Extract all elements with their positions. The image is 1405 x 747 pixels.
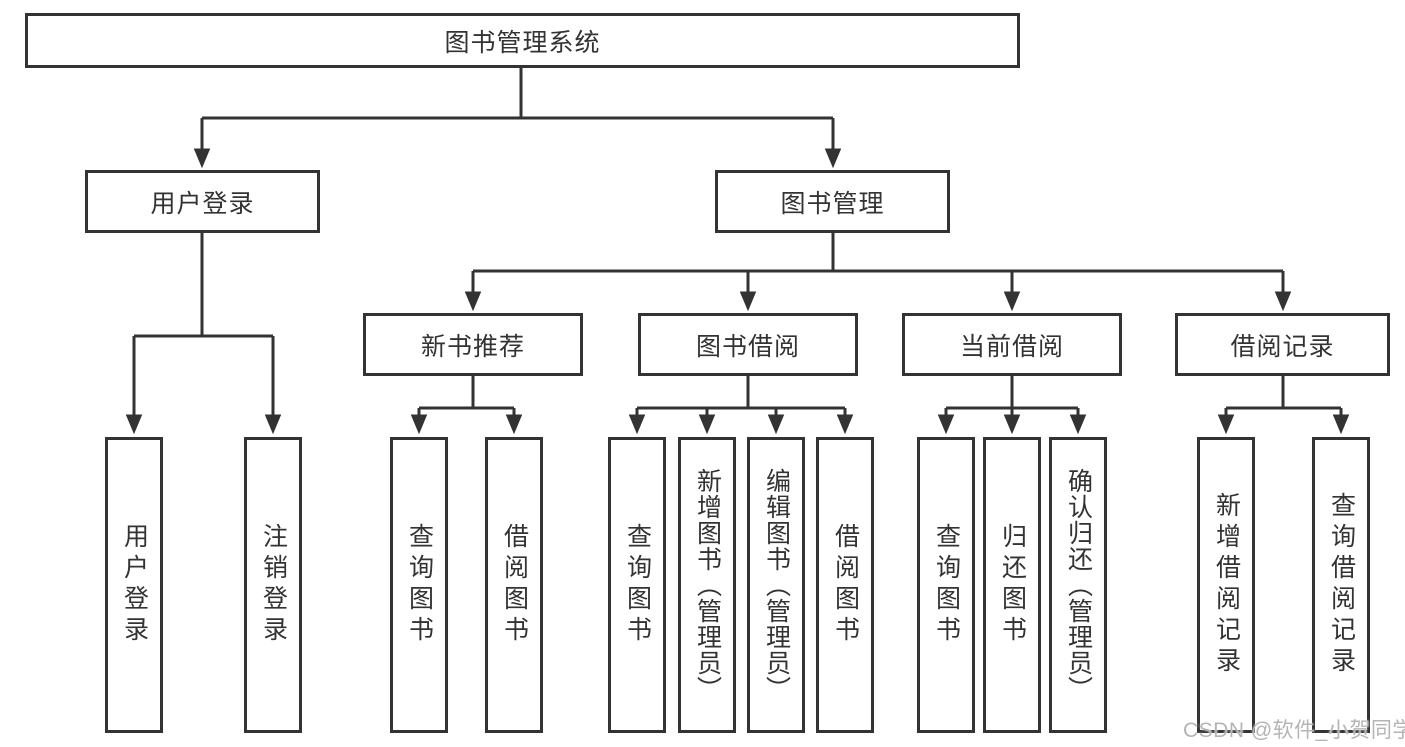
- elbow-lines: [134, 68, 1341, 410]
- node-user-login: 用户登录: [85, 170, 320, 233]
- leaf-br-query-record: 查询借阅记录: [1312, 437, 1370, 733]
- node-book-management: 图书管理: [715, 170, 950, 233]
- leaf-cb-query-books: 查询图书: [917, 437, 975, 733]
- leaf-nbr-borrow-books: 借阅图书: [485, 437, 543, 733]
- leaf-bb-edit-books-admin: 编辑图书（管理员）: [747, 437, 805, 733]
- leaf-nbr-query-books: 查询图书: [390, 437, 448, 733]
- csdn-watermark: CSDN @软件_小贺同学: [1183, 719, 1405, 742]
- leaf-cb-return-books: 归还图书: [983, 437, 1041, 733]
- leaf-bb-borrow-books: 借阅图书: [816, 437, 874, 733]
- leaf-cb-confirm-return-admin: 确认归还（管理员）: [1049, 437, 1107, 733]
- leaf-br-add-record: 新增借阅记录: [1197, 437, 1255, 733]
- leaf-bb-add-books-admin: 新增图书（管理员）: [678, 437, 736, 733]
- node-new-book-recommend: 新书推荐: [363, 313, 583, 376]
- node-book-borrow: 图书借阅: [638, 313, 858, 376]
- node-borrow-records: 借阅记录: [1175, 313, 1390, 376]
- leaf-logout: 注销登录: [244, 437, 302, 733]
- node-root-title: 图书管理系统: [25, 13, 1020, 68]
- node-current-borrow: 当前借阅: [902, 313, 1122, 376]
- leaf-bb-query-books: 查询图书: [608, 437, 666, 733]
- leaf-user-login: 用户登录: [105, 437, 163, 733]
- arrow-group: [125, 118, 1350, 435]
